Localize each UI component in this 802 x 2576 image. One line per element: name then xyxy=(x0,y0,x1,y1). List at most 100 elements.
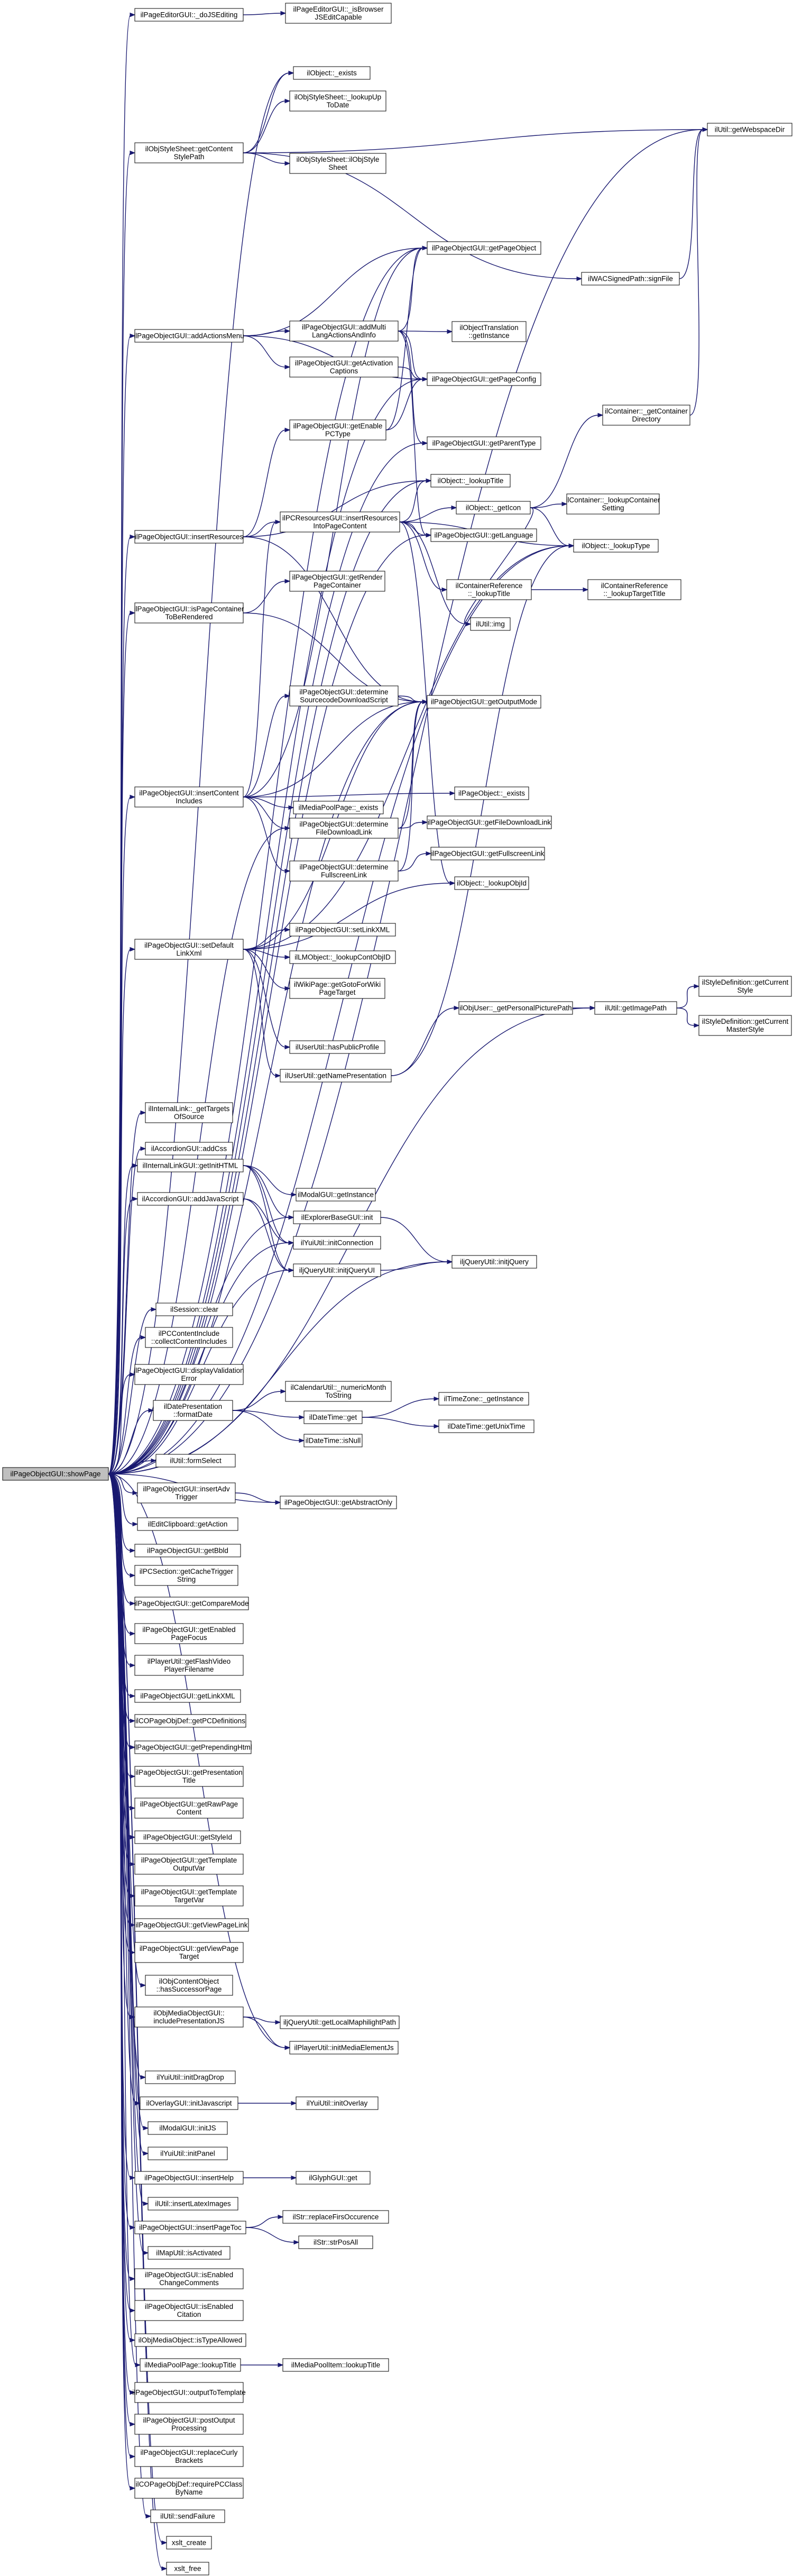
node-box[interactable] xyxy=(293,1236,381,1250)
node-ilstr-replacefirsoccurence[interactable]: ilStr::replaceFirsOccurence xyxy=(282,2210,389,2224)
node-box[interactable] xyxy=(285,1381,392,1402)
node-box[interactable] xyxy=(134,1740,252,1754)
node-ilinternallinkgui-getinithtml[interactable]: ilInternalLinkGUI::getInitHTML xyxy=(137,1159,244,1172)
node-box[interactable] xyxy=(458,1001,573,1015)
node-box[interactable] xyxy=(134,142,244,163)
node-ilyuiutil-initoverlay[interactable]: ilYuiUtil::initOverlay xyxy=(296,2096,379,2110)
node-iluserutil-haspublicprofile[interactable]: ilUserUtil::hasPublicProfile xyxy=(289,1040,385,1054)
node-box[interactable] xyxy=(148,2121,228,2135)
node-box[interactable] xyxy=(698,976,792,997)
node-ilpageobjectgui-setlinkxml[interactable]: ilPageObjectGUI::setLinkXML xyxy=(289,923,396,937)
node-box[interactable] xyxy=(456,501,531,515)
node-box[interactable] xyxy=(289,419,386,441)
node-box[interactable] xyxy=(698,1015,792,1036)
node-ilaccordiongui-addcss[interactable]: ilAccordionGUI::addCss xyxy=(145,1142,233,1156)
node-box[interactable] xyxy=(289,2041,399,2055)
node-iljqueryutil-getlocalmaphilightpath[interactable]: iljQueryUtil::getLocalMaphilightPath xyxy=(280,2015,400,2029)
node-box[interactable] xyxy=(289,320,399,342)
node-ilpageobjectgui-getbbld[interactable]: ilPageObjectGUI::getBbld xyxy=(134,1544,241,1557)
node-ilutil-img[interactable]: ilUtil::img xyxy=(470,617,511,631)
node-iluserutil-getnamepresentation[interactable]: ilUserUtil::getNamePresentation xyxy=(280,1069,392,1083)
node-ilmediapoolitem-lookuptitle[interactable]: ilMediaPoolItem::lookupTitle xyxy=(282,2358,389,2372)
node-ilobject-lookuptype[interactable]: ilObject::_lookupType xyxy=(573,539,659,553)
node-ilmediapoolpage-exists[interactable]: ilMediaPoolPage::_exists xyxy=(293,801,384,814)
node-box[interactable] xyxy=(293,801,384,814)
node-box[interactable] xyxy=(280,1069,392,1083)
node-box[interactable] xyxy=(289,923,396,937)
node-box[interactable] xyxy=(134,1714,246,1728)
node-box[interactable] xyxy=(303,1410,363,1424)
node-ilobject-lookupobjid[interactable]: ilObject::_lookupObjId xyxy=(454,876,529,890)
node-box[interactable] xyxy=(289,153,386,174)
node-box[interactable] xyxy=(134,1766,244,1787)
node-box[interactable] xyxy=(134,1655,244,1676)
node-iljqueryutil-initjqueryui[interactable]: iljQueryUtil::initjQueryUI xyxy=(293,1263,381,1277)
node-box[interactable] xyxy=(134,1918,249,1932)
node-ilpageobject-exists[interactable]: ilPageObject::_exists xyxy=(454,786,529,800)
node-ilutil-getimagepath[interactable]: ilUtil::getImagePath xyxy=(594,1001,677,1015)
node-ilpageobjectgui-insertpagetoc[interactable]: ilPageObjectGUI::insertPageToc xyxy=(134,2221,246,2234)
node-ilpageobjectgui-getfullscreenlink[interactable]: ilPageObjectGUI::getFullscreenLink xyxy=(430,847,545,860)
node-box[interactable] xyxy=(145,1327,233,1348)
node-box[interactable] xyxy=(134,786,244,808)
node-box[interactable] xyxy=(427,695,541,709)
node-ilsession-clear[interactable]: ilSession::clear xyxy=(155,1303,233,1316)
node-ilpcresourcesgui-insertresources-intopagecontent[interactable]: ilPCResourcesGUI::insertResourcesIntoPag… xyxy=(280,511,400,533)
node-ilpageobjectgui-getabstractonly[interactable]: ilPageObjectGUI::getAbstractOnly xyxy=(280,1496,397,1509)
node-ilpageobjectgui-getfiledownloadlink[interactable]: ilPageObjectGUI::getFileDownloadLink xyxy=(427,815,552,829)
node-ilmodalgui-initjs[interactable]: ilModalGUI::initJS xyxy=(148,2121,228,2135)
node-box[interactable] xyxy=(134,1854,244,1875)
node-box[interactable] xyxy=(451,1255,537,1269)
node-box[interactable] xyxy=(303,1434,363,1447)
node-ilpageobjectgui-getlinkxml[interactable]: ilPageObjectGUI::getLinkXML xyxy=(134,1689,241,1703)
node-ildatetime-get[interactable]: ilDateTime::get xyxy=(303,1410,363,1424)
node-box[interactable] xyxy=(296,1188,376,1202)
node-box[interactable] xyxy=(150,2509,225,2523)
node-box[interactable] xyxy=(155,1303,233,1316)
node-ilyuiutil-initpanel[interactable]: ilYuiUtil::initPanel xyxy=(148,2147,228,2160)
node-ilstr-strposall[interactable]: ilStr::strPosAll xyxy=(298,2235,373,2249)
node-box[interactable] xyxy=(438,1392,529,1406)
node-ilobjstylesheet-ilobjstyle-sheet[interactable]: ilObjStyleSheet::ilObjStyleSheet xyxy=(289,153,386,174)
node-box[interactable] xyxy=(134,2382,244,2403)
node-ilplayerutil-initmediaelementjs[interactable]: ilPlayerUtil::initMediaElementJs xyxy=(289,2041,399,2055)
node-box[interactable] xyxy=(134,1830,241,1844)
node-box[interactable] xyxy=(293,1263,381,1277)
node-ilcontainerreference-lookuptargettitle[interactable]: ilContainerReference::_lookupTargetTitle xyxy=(587,579,681,600)
node-ilpageobjectgui-getpageconfig[interactable]: ilPageObjectGUI::getPageConfig xyxy=(427,372,541,386)
node-box[interactable] xyxy=(134,2268,244,2289)
node-box[interactable] xyxy=(285,3,392,24)
node-box[interactable] xyxy=(707,123,792,136)
node-box[interactable] xyxy=(470,617,511,631)
node-box[interactable] xyxy=(148,2147,228,2160)
node-box[interactable] xyxy=(566,493,660,515)
node-ilpageobjectgui-getparenttype[interactable]: ilPageObjectGUI::getParentType xyxy=(427,436,541,450)
node-ilcopageobjdef-getpcdefinitions[interactable]: ilCOPageObjDef::getPCDefinitions xyxy=(134,1714,246,1728)
node-box[interactable] xyxy=(134,1565,238,1586)
node-ilpageobjectgui-getpageobject[interactable]: ilPageObjectGUI::getPageObject xyxy=(427,241,541,255)
node-box[interactable] xyxy=(134,2414,244,2435)
node-iljqueryutil-initjquery[interactable]: iljQueryUtil::initjQuery xyxy=(451,1255,537,1269)
node-box[interactable] xyxy=(137,1192,244,1206)
node-box[interactable] xyxy=(289,860,399,882)
node-ilobjcontentobject-hassuccessorpage[interactable]: ilObjContentObject::hasSuccessorPage xyxy=(145,1975,233,1996)
node-ilpageobjectgui-showpage[interactable]: ilPageObjectGUI::showPage xyxy=(2,1467,109,1481)
node-box[interactable] xyxy=(134,530,244,544)
node-box[interactable] xyxy=(134,2221,246,2234)
node-box[interactable] xyxy=(134,1798,244,1819)
node-box[interactable] xyxy=(602,405,690,426)
node-ilutil-sendfailure[interactable]: ilUtil::sendFailure xyxy=(150,2509,225,2523)
node-box[interactable] xyxy=(134,1623,244,1644)
node-ilpageobjectgui-getlanguage[interactable]: ilPageObjectGUI::getLanguage xyxy=(430,528,537,542)
